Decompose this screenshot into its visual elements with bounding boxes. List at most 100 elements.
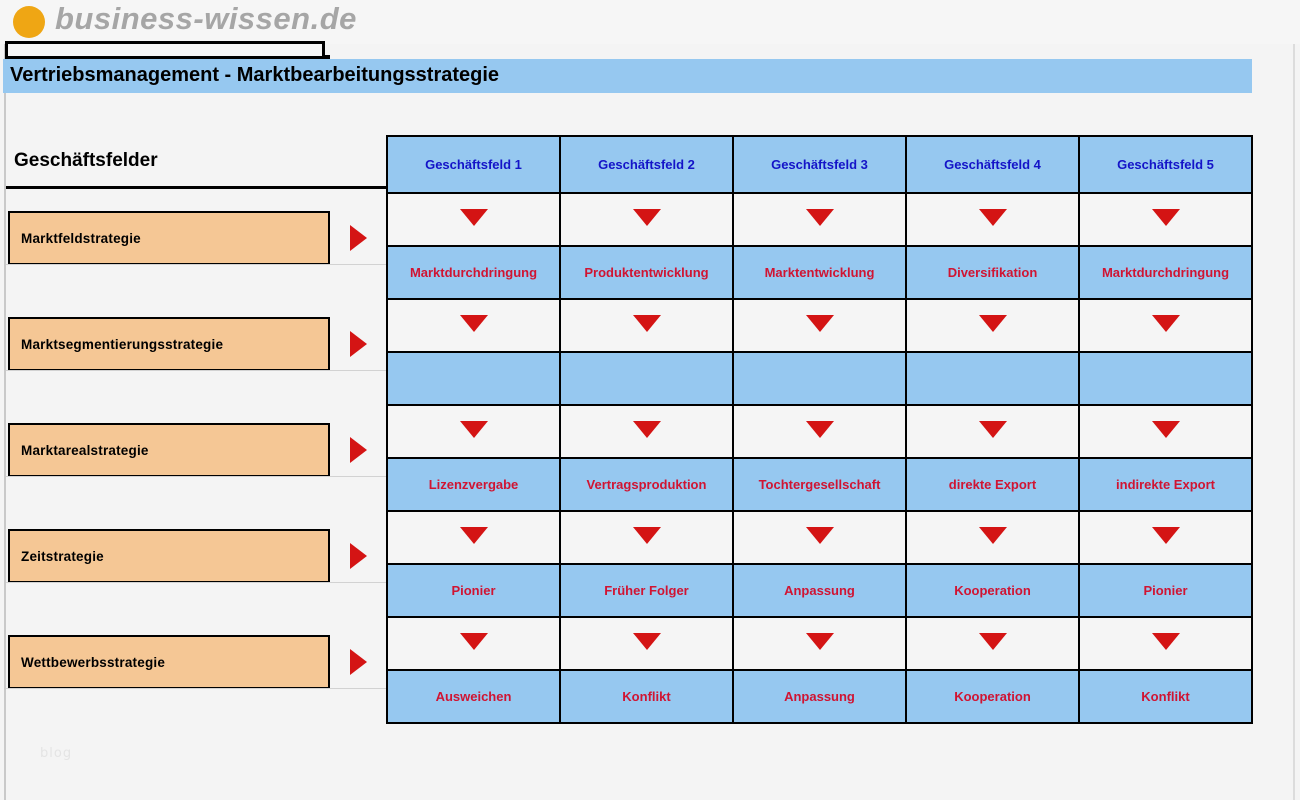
selected-shape-outline[interactable]: [5, 41, 325, 59]
arrow-row: [386, 298, 1253, 353]
triangle-down-icon: [1151, 632, 1180, 650]
arrow-cell: [559, 192, 734, 247]
strategy-row-2[interactable]: Marktsegmentierungsstrategie: [8, 317, 386, 371]
cell-marktsegmentierung-4[interactable]: [905, 351, 1080, 406]
table-row[interactable]: Marktdurchdringung Produktentwicklung Ma…: [386, 245, 1253, 300]
triangle-right-icon: [350, 225, 367, 251]
cell-marktsegmentierung-5[interactable]: [1078, 351, 1253, 406]
arrow-cell: [905, 298, 1080, 353]
strategy-row-1[interactable]: Marktfeldstrategie: [8, 211, 386, 265]
table-row[interactable]: [386, 351, 1253, 406]
arrow-cell: [1078, 616, 1253, 671]
arrow-cell: [386, 298, 561, 353]
arrow-cell: [732, 298, 907, 353]
cell-wettbewerb-3[interactable]: Anpassung: [732, 669, 907, 724]
brand-dot-icon: [13, 6, 45, 38]
cell-marktareal-4[interactable]: direkte Export: [905, 457, 1080, 512]
strategy-label: Marktfeldstrategie: [21, 230, 141, 246]
column-header-1: Geschäftsfeld 1: [386, 135, 561, 194]
column-header-4: Geschäftsfeld 4: [905, 135, 1080, 194]
triangle-down-icon: [632, 632, 661, 650]
cell-wettbewerb-5[interactable]: Konflikt: [1078, 669, 1253, 724]
cell-marktfeld-1[interactable]: Marktdurchdringung: [386, 245, 561, 300]
cell-marktfeld-3[interactable]: Marktentwicklung: [732, 245, 907, 300]
strategy-box-marktsegmentierungsstrategie[interactable]: Marktsegmentierungsstrategie: [8, 317, 330, 371]
title-bar[interactable]: Vertriebsmanagement - Marktbearbeitungss…: [3, 59, 1252, 93]
cell-wettbewerb-1[interactable]: Ausweichen: [386, 669, 561, 724]
cell-zeit-2[interactable]: Früher Folger: [559, 563, 734, 618]
blog-watermark: blog: [40, 746, 73, 761]
cell-marktfeld-4[interactable]: Diversifikation: [905, 245, 1080, 300]
strategy-box-marktfeldstrategie[interactable]: Marktfeldstrategie: [8, 211, 330, 265]
column-header-2: Geschäftsfeld 2: [559, 135, 734, 194]
right-margin-rule: [1293, 0, 1295, 800]
strategy-box-wettbewerbsstrategie[interactable]: Wettbewerbsstrategie: [8, 635, 330, 689]
strategy-matrix-table: Geschäftsfeld 1 Geschäftsfeld 2 Geschäft…: [386, 135, 1253, 724]
arrow-cell: [732, 404, 907, 459]
arrow-cell: [732, 616, 907, 671]
cell-wettbewerb-2[interactable]: Konflikt: [559, 669, 734, 724]
strategy-row-4[interactable]: Zeitstrategie: [8, 529, 386, 583]
cell-marktsegmentierung-2[interactable]: [559, 351, 734, 406]
strategy-row-5[interactable]: Wettbewerbsstrategie: [8, 635, 386, 689]
left-margin-rule: [4, 0, 6, 800]
triangle-down-icon: [632, 208, 661, 226]
column-header-3: Geschäftsfeld 3: [732, 135, 907, 194]
triangle-down-icon: [978, 208, 1007, 226]
cell-marktfeld-5[interactable]: Marktdurchdringung: [1078, 245, 1253, 300]
strategy-box-zeitstrategie[interactable]: Zeitstrategie: [8, 529, 330, 583]
table-row[interactable]: Ausweichen Konflikt Anpassung Kooperatio…: [386, 669, 1253, 724]
cell-wettbewerb-4[interactable]: Kooperation: [905, 669, 1080, 724]
arrow-cell: [732, 192, 907, 247]
panel-hairline: [6, 476, 386, 477]
cell-marktareal-2[interactable]: Vertragsproduktion: [559, 457, 734, 512]
arrow-cell: [1078, 298, 1253, 353]
triangle-down-icon: [632, 526, 661, 544]
cell-marktfeld-2[interactable]: Produktentwicklung: [559, 245, 734, 300]
arrow-cell: [905, 404, 1080, 459]
cell-zeit-5[interactable]: Pionier: [1078, 563, 1253, 618]
table-row[interactable]: Pionier Früher Folger Anpassung Kooperat…: [386, 563, 1253, 618]
triangle-down-icon: [459, 632, 488, 650]
triangle-down-icon: [805, 208, 834, 226]
cell-zeit-1[interactable]: Pionier: [386, 563, 561, 618]
cell-marktareal-1[interactable]: Lizenzvergabe: [386, 457, 561, 512]
arrow-cell: [386, 404, 561, 459]
arrow-cell: [905, 192, 1080, 247]
cell-marktsegmentierung-3[interactable]: [732, 351, 907, 406]
arrow-cell: [559, 404, 734, 459]
triangle-down-icon: [459, 420, 488, 438]
triangle-down-icon: [632, 314, 661, 332]
triangle-down-icon: [978, 632, 1007, 650]
triangle-down-icon: [632, 420, 661, 438]
triangle-down-icon: [1151, 420, 1180, 438]
triangle-down-icon: [805, 632, 834, 650]
arrow-row: [386, 192, 1253, 247]
strategy-label: Wettbewerbsstrategie: [21, 654, 166, 670]
strategy-box-marktarealstrategie[interactable]: Marktarealstrategie: [8, 423, 330, 477]
triangle-down-icon: [1151, 314, 1180, 332]
cell-marktareal-5[interactable]: indirekte Export: [1078, 457, 1253, 512]
cell-marktsegmentierung-1[interactable]: [386, 351, 561, 406]
strategy-label: Marktsegmentierungsstrategie: [21, 336, 224, 352]
arrow-cell: [905, 616, 1080, 671]
panel-hairline: [6, 688, 386, 689]
column-header-5: Geschäftsfeld 5: [1078, 135, 1253, 194]
cell-zeit-4[interactable]: Kooperation: [905, 563, 1080, 618]
triangle-right-icon: [350, 437, 367, 463]
strategy-row-3[interactable]: Marktarealstrategie: [8, 423, 386, 477]
arrow-cell: [386, 510, 561, 565]
arrow-cell: [386, 192, 561, 247]
triangle-down-icon: [1151, 208, 1180, 226]
panel-hairline: [6, 370, 386, 371]
triangle-down-icon: [805, 526, 834, 544]
cell-zeit-3[interactable]: Anpassung: [732, 563, 907, 618]
triangle-down-icon: [978, 526, 1007, 544]
cell-marktareal-3[interactable]: Tochtergesellschaft: [732, 457, 907, 512]
arrow-cell: [559, 510, 734, 565]
triangle-down-icon: [459, 314, 488, 332]
table-row[interactable]: Lizenzvergabe Vertragsproduktion Tochter…: [386, 457, 1253, 512]
arrow-cell: [386, 616, 561, 671]
triangle-right-icon: [350, 543, 367, 569]
